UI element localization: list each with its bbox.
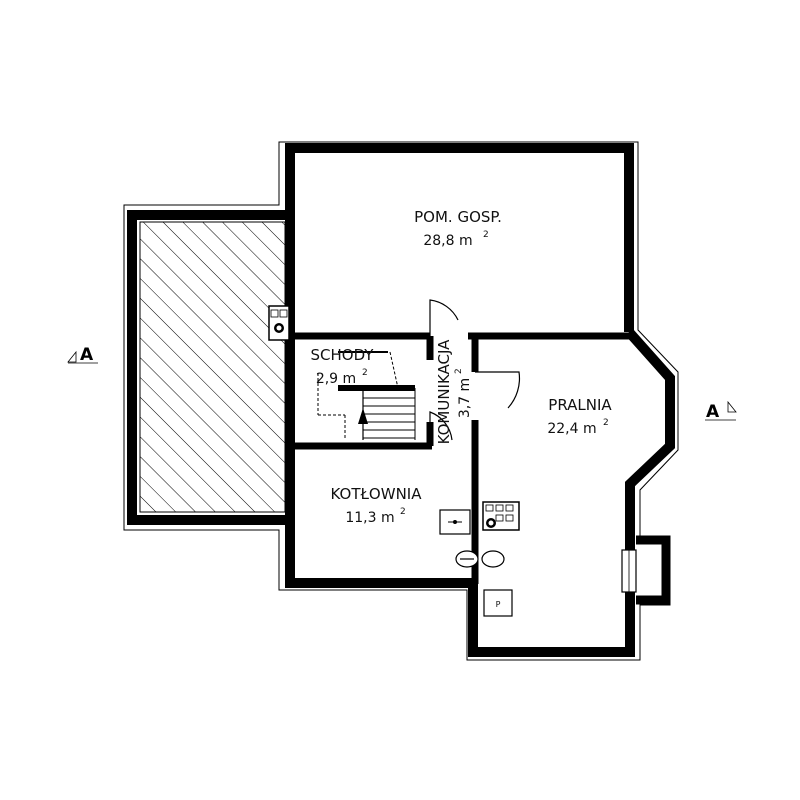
svg-text:KOMUNIKACJA: KOMUNIKACJA	[435, 339, 453, 445]
svg-text:A: A	[80, 345, 94, 365]
appliance-box: P	[483, 589, 513, 617]
svg-text:SCHODY: SCHODY	[311, 346, 375, 364]
section-marker-right: A	[705, 400, 737, 422]
svg-text:KOTŁOWNIA: KOTŁOWNIA	[331, 485, 423, 503]
svg-text:A: A	[706, 402, 720, 422]
svg-text:11,3 m: 11,3 m	[345, 510, 394, 526]
svg-text:2: 2	[362, 368, 368, 378]
terrace-hatched-area	[139, 221, 286, 513]
svg-text:POM. GOSP.: POM. GOSP.	[414, 208, 502, 226]
svg-text:2: 2	[483, 230, 489, 240]
room-label-schody: SCHODY 2,9 m 2	[311, 346, 375, 387]
room-label-kotlownia: KOTŁOWNIA 11,3 m 2	[331, 485, 423, 526]
boiler	[439, 509, 471, 535]
svg-text:2: 2	[603, 418, 609, 428]
stairs	[317, 351, 416, 440]
room-label-komunikacja: KOMUNIKACJA 3,7 m 2	[435, 339, 473, 445]
room-label-pom-gosp: POM. GOSP. 28,8 m 2	[414, 208, 502, 249]
bay-window	[621, 535, 671, 605]
svg-text:2,9 m: 2,9 m	[316, 371, 356, 387]
doors	[429, 299, 521, 446]
svg-text:22,4 m: 22,4 m	[547, 421, 596, 437]
svg-text:2: 2	[454, 368, 464, 374]
appliance-label: P	[496, 600, 501, 609]
section-marker-left: A	[67, 345, 98, 365]
washbasin	[455, 550, 505, 568]
svg-text:28,8 m: 28,8 m	[423, 233, 472, 249]
svg-text:PRALNIA: PRALNIA	[548, 396, 612, 414]
chimney-flue	[268, 305, 290, 341]
chimney-pralnia	[482, 501, 520, 531]
svg-text:2: 2	[400, 507, 406, 517]
room-label-pralnia: PRALNIA 22,4 m 2	[547, 396, 612, 437]
svg-text:3,7 m: 3,7 m	[457, 378, 473, 418]
